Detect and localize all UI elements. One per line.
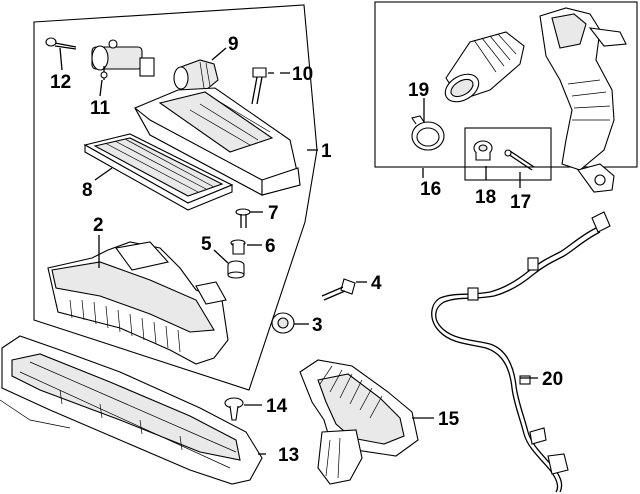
callout-17: 17 xyxy=(510,192,531,213)
callout-6: 6 xyxy=(265,236,276,257)
grommet-6-drawing xyxy=(230,239,246,255)
callout-10: 10 xyxy=(292,64,313,85)
bolt-12-drawing xyxy=(45,37,77,50)
callout-11: 11 xyxy=(90,98,111,119)
sensor-11-drawing xyxy=(91,39,155,80)
grommet-5-drawing xyxy=(227,260,245,279)
callout-4: 4 xyxy=(371,273,382,294)
grommet-18-drawing xyxy=(473,140,493,161)
tube-20-drawing xyxy=(431,211,611,493)
callout-7: 7 xyxy=(268,203,279,224)
callout-20: 20 xyxy=(542,369,563,390)
callout-1: 1 xyxy=(321,141,332,162)
callout-9: 9 xyxy=(228,34,239,55)
cowl-panel-13-drawing xyxy=(0,335,263,485)
callout-5: 5 xyxy=(201,234,212,255)
callout-15: 15 xyxy=(438,409,460,430)
maf-sensor-9-drawing xyxy=(173,59,219,93)
intake-hose-drawing xyxy=(444,7,627,193)
callout-19: 19 xyxy=(408,80,429,101)
callout-13: 13 xyxy=(278,445,299,466)
inset-box-17-18 xyxy=(464,127,552,181)
intake-duct-15-drawing xyxy=(299,359,419,485)
pin-17-drawing xyxy=(504,149,535,171)
upper-housing-drawing xyxy=(134,87,301,196)
callout-8: 8 xyxy=(82,180,93,201)
bolt-4-drawing xyxy=(321,278,356,301)
air-cleaner-assembly-frame xyxy=(33,4,318,391)
callout-18: 18 xyxy=(475,187,496,208)
filter-element-8-drawing xyxy=(83,133,234,211)
screw-7-drawing xyxy=(235,208,251,228)
grommet-3-drawing xyxy=(271,312,295,334)
leader-lines xyxy=(59,47,538,455)
callout-16: 16 xyxy=(420,179,441,200)
callout-3: 3 xyxy=(312,315,323,336)
lower-housing-2-drawing xyxy=(47,241,229,365)
callout-2: 2 xyxy=(93,215,104,236)
callout-12: 12 xyxy=(50,72,71,93)
callout-14: 14 xyxy=(266,396,288,417)
bolt-10-drawing xyxy=(251,67,267,105)
push-pin-14-drawing xyxy=(224,397,244,421)
intake-hose-group-box xyxy=(374,1,638,168)
clamp-19-drawing xyxy=(411,115,445,151)
